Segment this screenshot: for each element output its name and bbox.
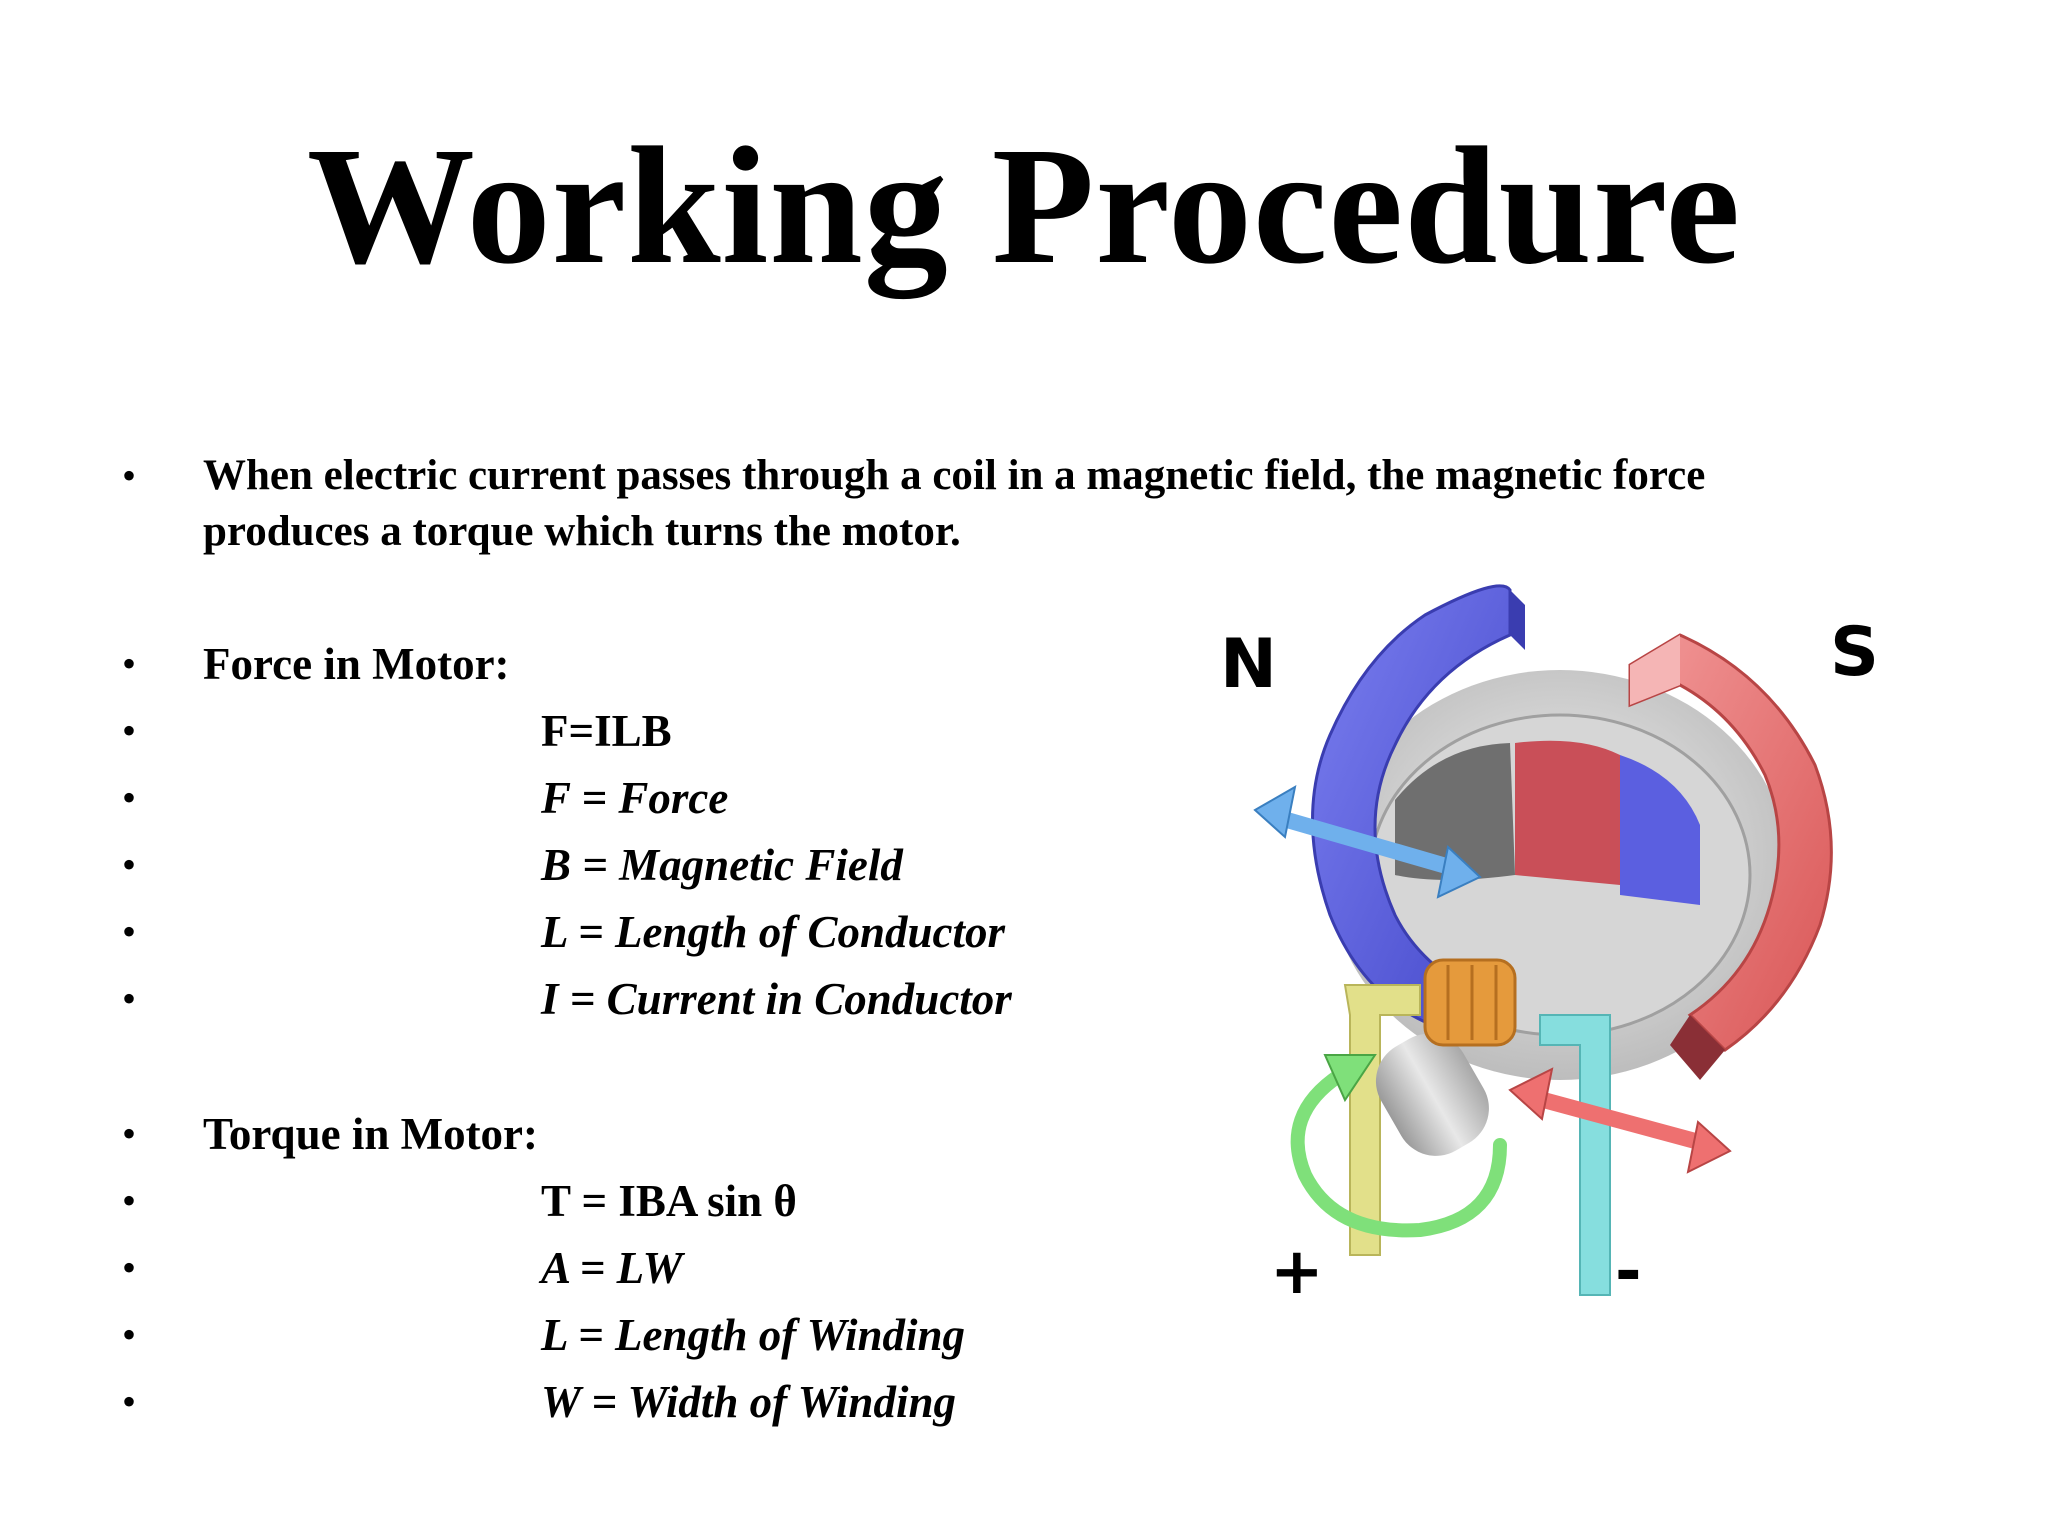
force-def-l: L = Length of Conductor xyxy=(541,907,1006,957)
south-pole-edge xyxy=(1670,1015,1725,1080)
bullet-marker: • xyxy=(122,1178,137,1223)
torque-def-w: W = Width of Winding xyxy=(541,1377,956,1427)
force-formula: F=ILB xyxy=(541,706,672,756)
armature-core-left xyxy=(1395,743,1515,880)
bullet-marker: • xyxy=(122,842,137,887)
armature-coil-red xyxy=(1515,740,1620,885)
north-pole-edge xyxy=(1510,590,1525,650)
commutator xyxy=(1423,958,1517,1047)
intro-text: When electric current passes through a c… xyxy=(203,452,1706,555)
armature-coil-blue xyxy=(1620,755,1700,905)
bullet-marker: • xyxy=(122,1111,137,1156)
red-field-arrow xyxy=(1508,1067,1732,1174)
bullet-marker: • xyxy=(122,1245,137,1290)
bullet-marker: • xyxy=(122,641,137,686)
bullet-marker: • xyxy=(122,1379,137,1424)
bullet-marker: • xyxy=(122,976,137,1021)
bullet-marker: • xyxy=(122,453,137,498)
bullet-marker: • xyxy=(122,909,137,954)
blue-field-arrow xyxy=(1253,785,1482,899)
south-label: S xyxy=(1830,613,1879,692)
south-pole-face xyxy=(1630,635,1680,705)
slide-title: Working Procedure xyxy=(306,113,1742,299)
force-def-i: I = Current in Conductor xyxy=(541,974,1012,1024)
torque-def-l: L = Length of Winding xyxy=(541,1310,966,1360)
bullet-marker: • xyxy=(122,1312,137,1357)
force-def-b: B = Magnetic Field xyxy=(541,840,903,890)
bullet-marker: • xyxy=(122,708,137,753)
negative-label: - xyxy=(1615,1235,1642,1309)
force-def-f: F = Force xyxy=(541,773,729,823)
positive-label: + xyxy=(1270,1235,1324,1309)
negative-brush xyxy=(1539,1014,1611,1296)
motor-shaft xyxy=(1375,1033,1489,1156)
north-label: N xyxy=(1220,625,1277,704)
torque-def-a: A = LW xyxy=(541,1243,683,1293)
torque-formula: T = IBA sin θ xyxy=(541,1176,797,1226)
dc-motor-diagram: N S + - xyxy=(1180,575,1920,1335)
rotation-arrow xyxy=(1290,1054,1507,1238)
force-heading: Force in Motor: xyxy=(203,639,510,689)
bullet-marker: • xyxy=(122,775,137,820)
torque-heading: Torque in Motor: xyxy=(203,1109,539,1159)
